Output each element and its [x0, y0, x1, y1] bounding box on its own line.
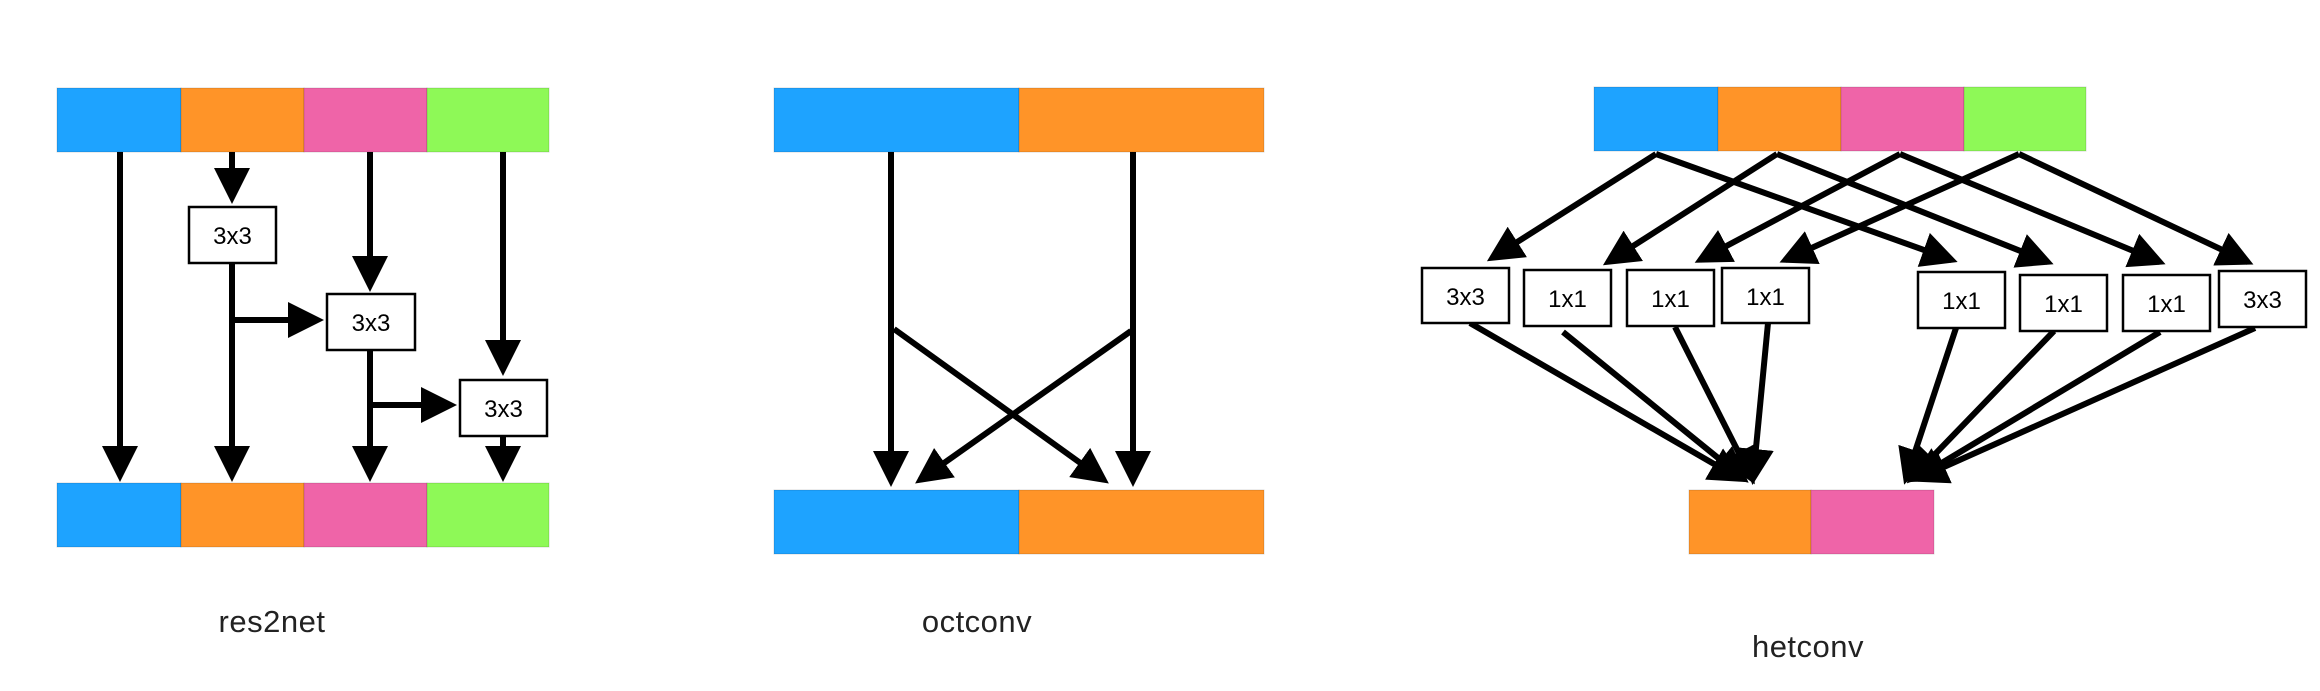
- res2net-conv-box-2: 3x3: [325, 292, 417, 352]
- octconv-input-blue: [773, 87, 1020, 153]
- hetconv-arrow: [1775, 151, 2054, 268]
- hetconv-conv-box-1: 3x3: [1420, 266, 1511, 325]
- hetconv-conv-box-2-label: 1x1: [1548, 286, 1587, 313]
- hetconv-conv-box-3: 1x1: [1625, 268, 1716, 328]
- octconv-output-orange: [1018, 489, 1265, 555]
- res2net-input-pink: [303, 87, 428, 153]
- hetconv-arrow: [1737, 322, 1774, 485]
- res2net-output-bar: [56, 482, 550, 548]
- res2net-input-orange: [180, 87, 305, 153]
- hetconv-arrow: [1898, 151, 2166, 268]
- hetconv-input-orange: [1717, 86, 1842, 152]
- hetconv-conv-box-5-label: 1x1: [1942, 288, 1981, 315]
- hetconv-conv-box-7: 1x1: [2121, 273, 2212, 333]
- hetconv-caption: hetconv: [1752, 629, 1864, 664]
- hetconv-conv-box-4: 1x1: [1720, 266, 1811, 325]
- hetconv-conv-box-4-label: 1x1: [1746, 284, 1785, 311]
- hetconv-input-bar: [1593, 86, 2087, 152]
- res2net-conv-box-2-label: 3x3: [352, 310, 391, 337]
- hetconv-output-bar: [1688, 489, 1935, 555]
- hetconv-arrow: [1909, 329, 2162, 483]
- hetconv-conv-box-3-label: 1x1: [1651, 286, 1690, 313]
- hetconv-diagram: 3x3 1x1 1x1 1x1 1x1 1x1: [1420, 86, 2308, 664]
- hetconv-conv-box-2: 1x1: [1522, 268, 1613, 328]
- res2net-caption: res2net: [219, 604, 326, 639]
- hetconv-conv-box-8-label: 3x3: [2243, 287, 2282, 314]
- octconv-diagram: octconv: [773, 87, 1265, 639]
- hetconv-conv-box-6: 1x1: [2018, 273, 2109, 333]
- res2net-output-green: [426, 482, 550, 548]
- hetconv-conv-box-1-label: 3x3: [1446, 284, 1485, 311]
- hetconv-input-blue: [1593, 86, 1719, 152]
- res2net-output-orange: [180, 482, 305, 548]
- hetconv-arrow: [2017, 151, 2254, 266]
- hetconv-conv-box-5: 1x1: [1916, 270, 2007, 330]
- hetconv-arrow: [1486, 151, 1658, 262]
- octconv-output-blue: [773, 489, 1020, 555]
- res2net-conv-box-1-label: 3x3: [213, 223, 252, 250]
- hetconv-output-pink: [1810, 489, 1935, 555]
- octconv-input-orange: [1018, 87, 1265, 153]
- hetconv-arrow: [1561, 329, 1749, 483]
- res2net-conv-box-3-label: 3x3: [484, 396, 523, 423]
- hetconv-arrow: [1468, 320, 1746, 483]
- res2net-input-green: [426, 87, 550, 153]
- hetconv-arrow: [1602, 151, 1779, 266]
- res2net-input-bar: [56, 87, 550, 153]
- hetconv-arrow: [1654, 151, 1958, 267]
- res2net-diagram: 3x3 3x3 3x3 res2net: [56, 87, 550, 639]
- res2net-output-pink: [303, 482, 428, 548]
- octconv-caption: octconv: [922, 604, 1032, 639]
- res2net-conv-box-1: 3x3: [187, 205, 278, 265]
- hetconv-conv-box-7-label: 1x1: [2147, 291, 2186, 318]
- hetconv-input-pink: [1840, 86, 1965, 152]
- hetconv-arrow: [1911, 325, 2257, 484]
- octconv-arrow: [892, 326, 1109, 484]
- octconv-output-bar: [773, 489, 1265, 555]
- hetconv-input-green: [1963, 86, 2087, 152]
- res2net-input-blue: [56, 87, 182, 153]
- octconv-input-bar: [773, 87, 1265, 153]
- octconv-arrow: [915, 328, 1133, 484]
- res2net-output-blue: [56, 482, 182, 548]
- hetconv-conv-box-6-label: 1x1: [2044, 291, 2083, 318]
- res2net-conv-box-3: 3x3: [458, 378, 549, 438]
- hetconv-conv-box-8: 3x3: [2217, 269, 2308, 329]
- hetconv-output-orange: [1688, 489, 1812, 555]
